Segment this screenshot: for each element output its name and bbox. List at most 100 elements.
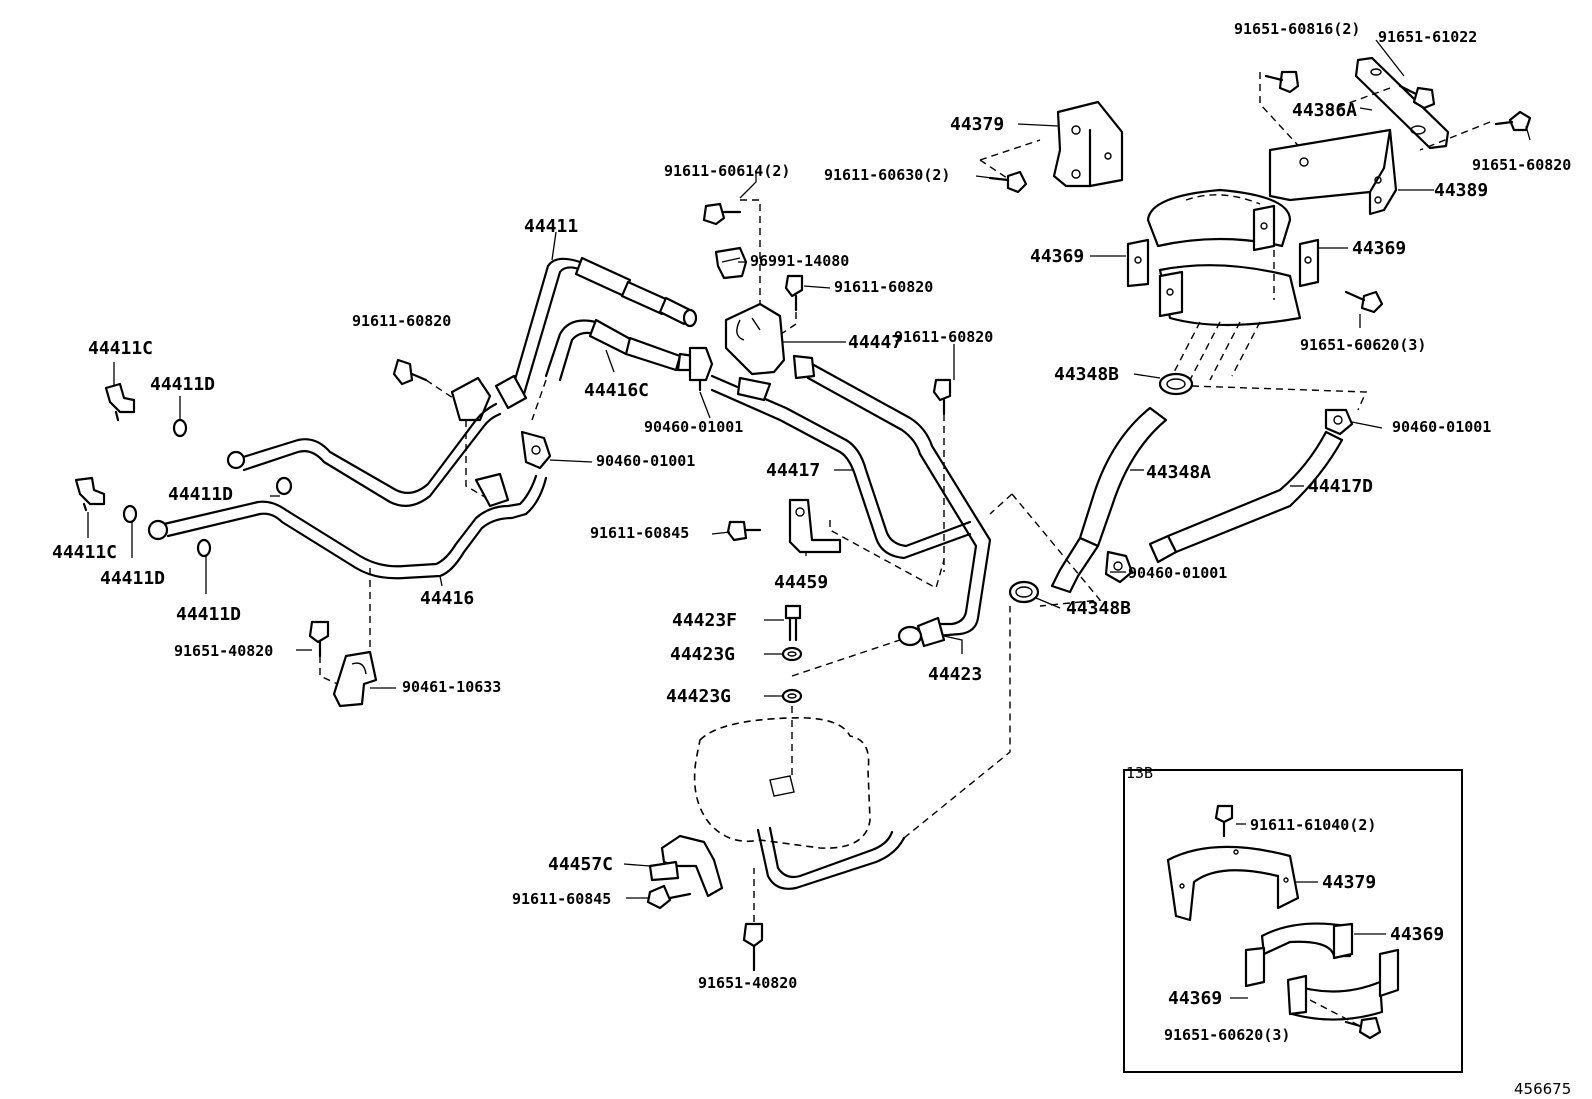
bracket-44447 [724, 302, 786, 376]
bolt-91651-60816 [1264, 70, 1300, 94]
fitting-44411C-a [104, 382, 136, 422]
inset-labels: 13B 91611-61040(2) 44379 44369 44369 916… [1126, 764, 1444, 1044]
label-91611-60845-mid: 91611-60845 [590, 524, 689, 542]
bracket-44389 [1268, 128, 1398, 216]
lower-pipe [756, 826, 906, 890]
label-44411D-bottom: 44411D [176, 604, 241, 625]
bolt-91611-60845-mid [726, 520, 762, 542]
label-44423F: 44423F [672, 610, 737, 631]
pipe-44411 [494, 256, 698, 410]
label-90460-01001-center: 90460-01001 [644, 418, 743, 436]
label-90461-10633: 90461-10633 [402, 678, 501, 696]
label-44348B-top: 44348B [1054, 364, 1119, 385]
bolt-91611-60630 [988, 170, 1028, 194]
label-90460-01001-bottom: 90460-01001 [1128, 564, 1227, 582]
label-90460-01001-left: 90460-01001 [596, 452, 695, 470]
label-44348A: 44348A [1146, 462, 1211, 483]
inset-band-44369-a [1244, 922, 1354, 988]
bolt-91651-40820-left [308, 620, 330, 658]
bracket-44379-top [1052, 100, 1124, 188]
clamp-90460-01001-center [688, 346, 714, 392]
label-44411C-bottom: 44411C [52, 542, 117, 563]
label-44423G-upper: 44423G [670, 644, 735, 665]
part-labels: 91651-60816(2) 91651-61022 44386A 91651-… [52, 20, 1571, 992]
label-96991-14080: 96991-14080 [750, 252, 849, 270]
label-44457C: 44457C [548, 854, 613, 875]
clamp-90460-01001-right [1324, 408, 1354, 436]
bracket-left-upper [450, 376, 492, 422]
label-44411C-top: 44411C [88, 338, 153, 359]
label-91651-40820-bottom: 91651-40820 [698, 974, 797, 992]
label-44411D-top: 44411D [150, 374, 215, 395]
diagram-id: 456675 [1514, 1080, 1571, 1098]
bolt-44423F [784, 604, 802, 642]
label-44459: 44459 [774, 572, 828, 593]
label-44416: 44416 [420, 588, 474, 609]
pipe-left-upper [226, 402, 502, 507]
label-91651-60620: 91651-60620(3) [1300, 336, 1426, 354]
pipe-44417 [710, 374, 972, 560]
bolt-91611-60845-bottom [646, 884, 692, 910]
engine-outline [693, 717, 871, 849]
label-44386A: 44386A [1292, 100, 1357, 121]
washer-44411D-a [172, 418, 188, 438]
washer-44411D-c [122, 504, 138, 524]
label-91611-60820-mid: 91611-60820 [834, 278, 933, 296]
label-91611-60614: 91611-60614(2) [664, 162, 790, 180]
bracket-44386A [1354, 56, 1450, 150]
bracket-44457C [648, 834, 724, 898]
label-91611-60820-left: 91611-60820 [352, 312, 451, 330]
inset-label-44369-lower: 44369 [1168, 988, 1222, 1009]
label-91651-61022: 91651-61022 [1378, 28, 1477, 46]
label-44411D-lower: 44411D [100, 568, 165, 589]
bracket-44459 [788, 498, 842, 554]
label-91611-60820-right: 91611-60820 [894, 328, 993, 346]
hose-clamp-44348B-bottom [1008, 580, 1040, 604]
washer-44423G-b [781, 688, 803, 704]
washer-44411D-d [196, 538, 212, 558]
inset-bolt-91611-61040 [1214, 804, 1234, 838]
inset-box [1123, 769, 1463, 1073]
hose-44417D [1148, 430, 1344, 564]
clamp-90460-01001-mid [1104, 550, 1134, 584]
inset-title: 13B [1126, 764, 1153, 782]
clamp-90461-10633 [332, 650, 378, 708]
bolt-91651-60620 [1344, 290, 1384, 314]
label-44417D: 44417D [1308, 476, 1373, 497]
hose-44348A [1050, 406, 1168, 594]
washer-44411D-b [275, 476, 293, 496]
label-44411: 44411 [524, 216, 578, 237]
label-44369-left: 44369 [1030, 246, 1084, 267]
clamp-90460-01001-left [520, 430, 552, 470]
bolt-91651-61022 [1398, 84, 1436, 110]
label-44379: 44379 [950, 114, 1004, 135]
label-91651-60820-right: 91651-60820 [1472, 156, 1571, 174]
bolt-91611-60820-left [392, 358, 428, 386]
band-clamp-44369 [1126, 188, 1320, 327]
pipe-44416C [544, 318, 696, 382]
label-44348B-bottom: 44348B [1066, 598, 1131, 619]
bolt-91651-60820-right [1494, 110, 1532, 132]
label-91611-60845-bottom: 91611-60845 [512, 890, 611, 908]
washer-44423G-a [781, 646, 803, 662]
bolt-91611-60820-mid [784, 274, 804, 312]
pipe-44423 [792, 354, 992, 648]
fitting-44411C-b [74, 476, 106, 512]
label-90460-01001-right: 90460-01001 [1392, 418, 1491, 436]
bolt-91651-40820-bottom [742, 922, 764, 972]
pipe-44416 [147, 472, 548, 580]
clip-96991-14080 [714, 246, 748, 280]
bolt-91611-60614 [702, 202, 742, 226]
inset-band-44379 [1166, 845, 1300, 922]
label-44411D-mid: 44411D [168, 484, 233, 505]
label-44417: 44417 [766, 460, 820, 481]
inset-label-91611-61040: 91611-61040(2) [1250, 816, 1376, 834]
label-44423: 44423 [928, 664, 982, 685]
leader-lines [87, 39, 1531, 999]
inset-bolt-91651-60620 [1344, 1016, 1382, 1040]
inset-band-44369-b [1286, 948, 1400, 1021]
label-44447: 44447 [848, 332, 902, 353]
label-91611-60630: 91611-60630(2) [824, 166, 950, 184]
label-91651-40820-left: 91651-40820 [174, 642, 273, 660]
